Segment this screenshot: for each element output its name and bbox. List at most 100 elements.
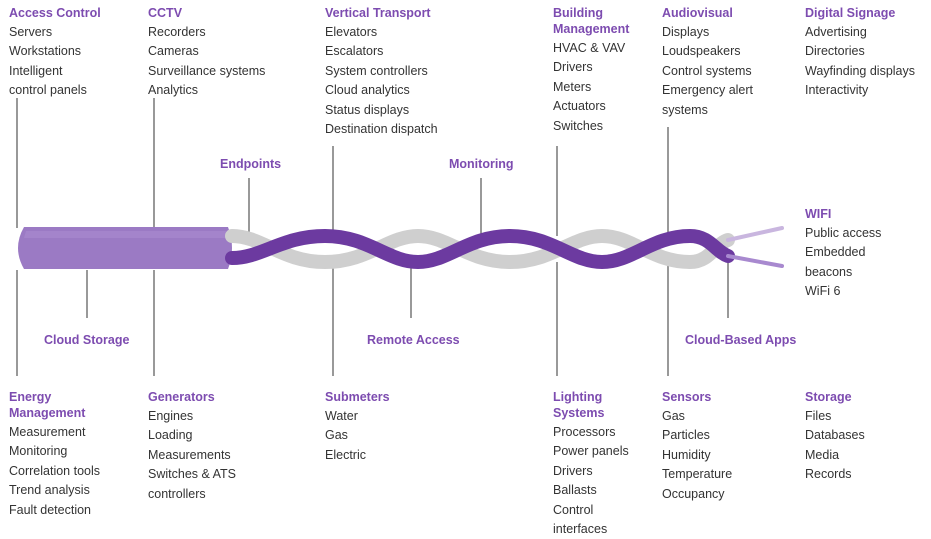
group-title: CCTV [148,6,183,20]
group-title: Digital Signage [805,6,896,20]
group-item: Servers [9,25,53,39]
group-item: beacons [805,264,853,279]
group-item: Cameras [148,44,199,59]
group-item: Wayfinding displays [805,63,916,78]
group-item: HVAC & VAV [553,41,626,55]
group-item: Loading [148,428,193,443]
group-item: Drivers [553,60,593,75]
group-item: Gas [325,428,348,443]
group-item: Recorders [148,25,206,39]
group-item: Occupancy [662,486,725,501]
group-item: Embedded [805,245,866,260]
group-item: Ballasts [553,483,597,498]
callout-remote-access: Remote Access [367,333,460,347]
group-item: Loudspeakers [662,44,741,59]
group-item: Cloud analytics [325,83,410,98]
group-item: Emergency alert [662,83,754,98]
group-item: Fault detection [9,502,91,517]
group-title: Storage [805,390,852,404]
group-title: Building [553,6,603,20]
group-item: Records [805,467,852,482]
group-title: Generators [148,390,215,404]
group-item: Status displays [325,102,410,117]
group-item: control panels [9,83,87,98]
group-item: WiFi 6 [805,284,841,299]
group-item: Workstations [9,44,82,59]
group-item: systems [662,102,708,117]
group-item: Switches & ATS [148,467,236,482]
group-item: Destination dispatch [325,122,438,137]
group-item: Databases [805,428,865,443]
group-item: Engines [148,409,194,423]
group-item: Directories [805,44,865,59]
group-item: Particles [662,428,710,443]
group-item: Advertising [805,25,867,39]
cable-jacket-highlight [24,231,226,238]
group-item: Switches [553,118,604,133]
group-title: Systems [553,406,605,420]
group-title: Vertical Transport [325,6,431,20]
group-item: Trend analysis [9,483,90,498]
group-title: WIFI [805,207,832,221]
group-item: Processors [553,425,616,439]
group-title: Submeters [325,390,390,404]
group-item: Control systems [662,63,752,78]
group-item: Interactivity [805,83,869,98]
group-item: Correlation tools [9,463,101,478]
group-item: Surveillance systems [148,63,266,78]
group-title: Management [553,22,630,36]
group-item: Drivers [553,463,593,478]
group-item: Public access [805,226,882,240]
group-item: Meters [553,79,592,94]
group-item: Electric [325,447,366,462]
wire-tip-grey [726,226,784,242]
group-title: Audiovisual [662,6,733,20]
group-item: controllers [148,486,206,501]
group-item: Gas [662,409,685,423]
callout-cloud-storage: Cloud Storage [44,333,130,347]
group-item: Monitoring [9,444,68,459]
group-item: Media [805,447,840,462]
group-title: Management [9,406,86,420]
group-item: interfaces [553,522,608,537]
connector-lines [16,98,729,376]
group-item: Elevators [325,25,378,39]
callout-cloud-based-apps: Cloud-Based Apps [685,333,797,347]
group-item: Control [553,502,594,517]
group-item: Humidity [662,447,711,462]
group-item: Power panels [553,444,629,459]
group-item: Water [325,409,358,423]
group-title: Energy [9,390,52,404]
group-item: Analytics [148,83,199,98]
group-item: Files [805,409,832,423]
group-item: Intelligent [9,63,63,78]
group-item: Displays [662,25,710,39]
group-title: Sensors [662,390,712,404]
group-item: Measurement [9,425,86,439]
group-item: Escalators [325,44,384,59]
group-item: System controllers [325,63,428,78]
wire-tip-purple [726,254,784,268]
callout-endpoints: Endpoints [220,157,282,171]
group-item: Measurements [148,447,231,462]
callout-monitoring: Monitoring [449,157,514,171]
twisted-strand-grey [225,228,735,270]
group-item: Actuators [553,99,606,114]
group-title: Access Control [9,6,101,20]
twisted-strand-purple [225,228,735,270]
group-title: Lighting [553,390,603,404]
